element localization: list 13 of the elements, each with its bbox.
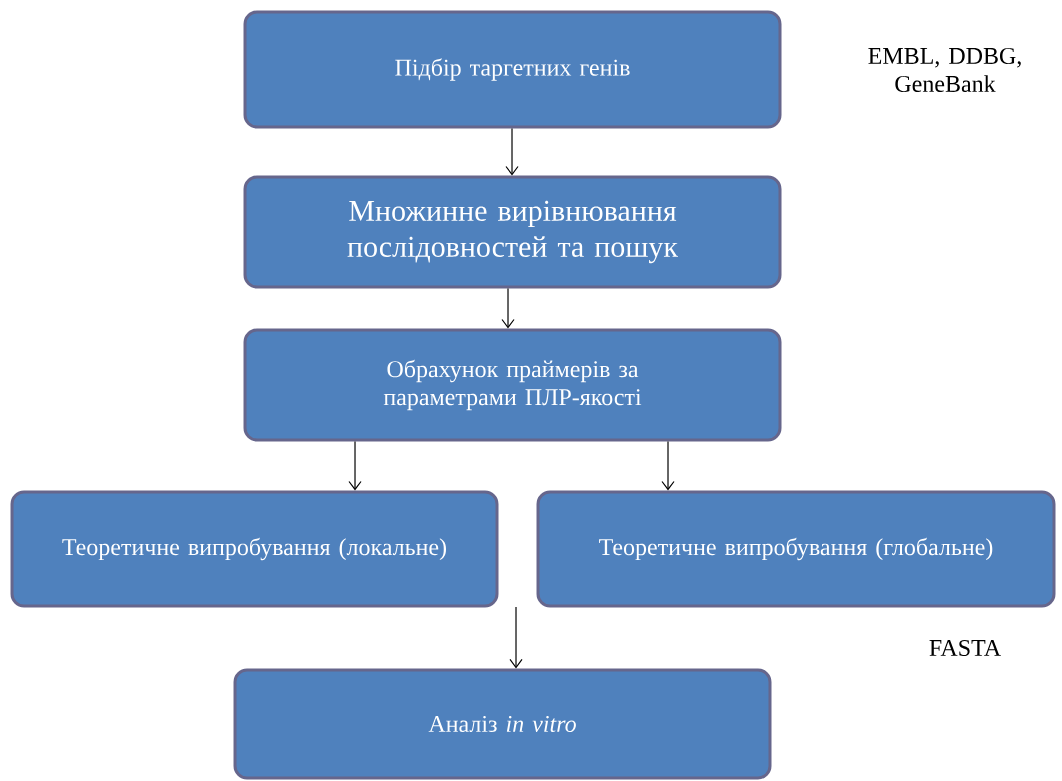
arrow	[509, 606, 523, 669]
arrow	[661, 440, 675, 491]
tool-note: EMBL, DDBG, GeneBank	[868, 47, 1021, 93]
process-box: Теоретичне випробування (локальне)	[10, 490, 499, 608]
process-box: Обрахунок праймерів за параметрами ПЛР-якості	[243, 328, 782, 442]
process-box: Аналіз in vitro	[233, 668, 772, 780]
process-box: Теоретичне випробування (глобальне)	[536, 490, 1056, 608]
process-box: Множинне вирівнювання послідовностей та пошук	[243, 175, 782, 289]
arrow	[501, 287, 515, 329]
process-box: Підбір таргетних генів	[243, 10, 782, 129]
arrow	[348, 440, 362, 491]
arrow	[505, 127, 519, 176]
tool-note: FASTA	[929, 639, 1001, 657]
